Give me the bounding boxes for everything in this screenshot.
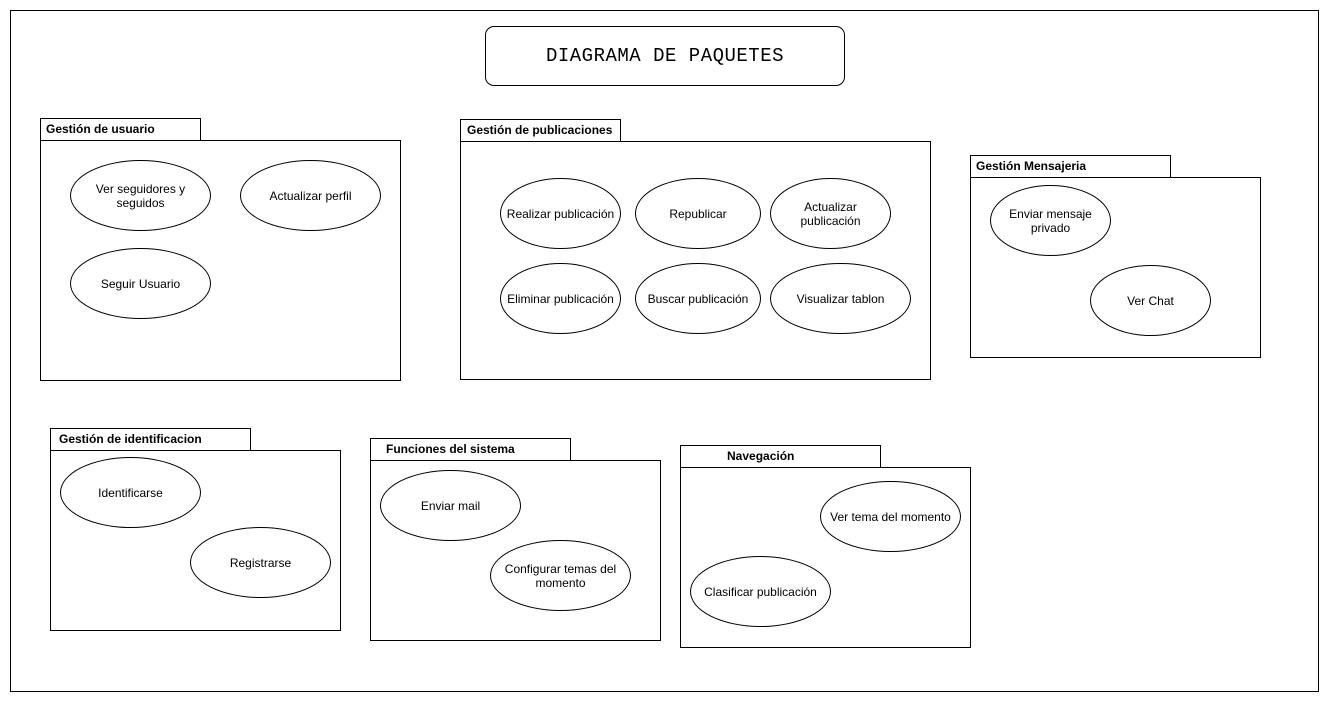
package-tab-usuario: Gestión de usuario xyxy=(40,118,201,141)
package-tab-identificacion: Gestión de identificacion xyxy=(50,428,251,451)
usecase-ver-chat: Ver Chat xyxy=(1090,265,1211,336)
usecase-clasificar-publicacion: Clasificar publicación xyxy=(690,556,831,627)
usecase-realizar-publicacion: Realizar publicación xyxy=(500,178,621,249)
package-tab-funciones: Funciones del sistema xyxy=(370,438,571,461)
usecase-actualizar-perfil: Actualizar perfil xyxy=(240,160,381,231)
package-tab-publicaciones: Gestión de publicaciones xyxy=(460,119,621,142)
usecase-identificarse: Identificarse xyxy=(60,457,201,528)
diagram-title-text: DIAGRAMA DE PAQUETES xyxy=(545,45,785,67)
usecase-registrarse: Registrarse xyxy=(190,527,331,598)
package-body-publicaciones xyxy=(460,141,931,380)
usecase-eliminar-publicacion: Eliminar publicación xyxy=(500,263,621,334)
usecase-configurar-temas: Configurar temas del momento xyxy=(490,540,631,611)
usecase-republicar: Republicar xyxy=(635,178,761,249)
usecase-seguir-usuario: Seguir Usuario xyxy=(70,248,211,319)
usecase-ver-seguidores: Ver seguidores y seguidos xyxy=(70,160,211,231)
usecase-enviar-mensaje: Enviar mensaje privado xyxy=(990,185,1111,256)
usecase-buscar-publicacion: Buscar publicación xyxy=(635,263,761,334)
usecase-enviar-mail: Enviar mail xyxy=(380,470,521,541)
package-tab-mensajeria: Gestión Mensajeria xyxy=(970,155,1171,178)
diagram-title: DIAGRAMA DE PAQUETES xyxy=(485,26,845,86)
package-tab-navegacion: Navegación xyxy=(680,445,881,468)
usecase-actualizar-publicacion: Actualizar publicación xyxy=(770,178,891,249)
usecase-ver-tema: Ver tema del momento xyxy=(820,481,961,552)
usecase-visualizar-tablon: Visualizar tablon xyxy=(770,263,911,334)
diagram-frame xyxy=(10,10,1319,692)
